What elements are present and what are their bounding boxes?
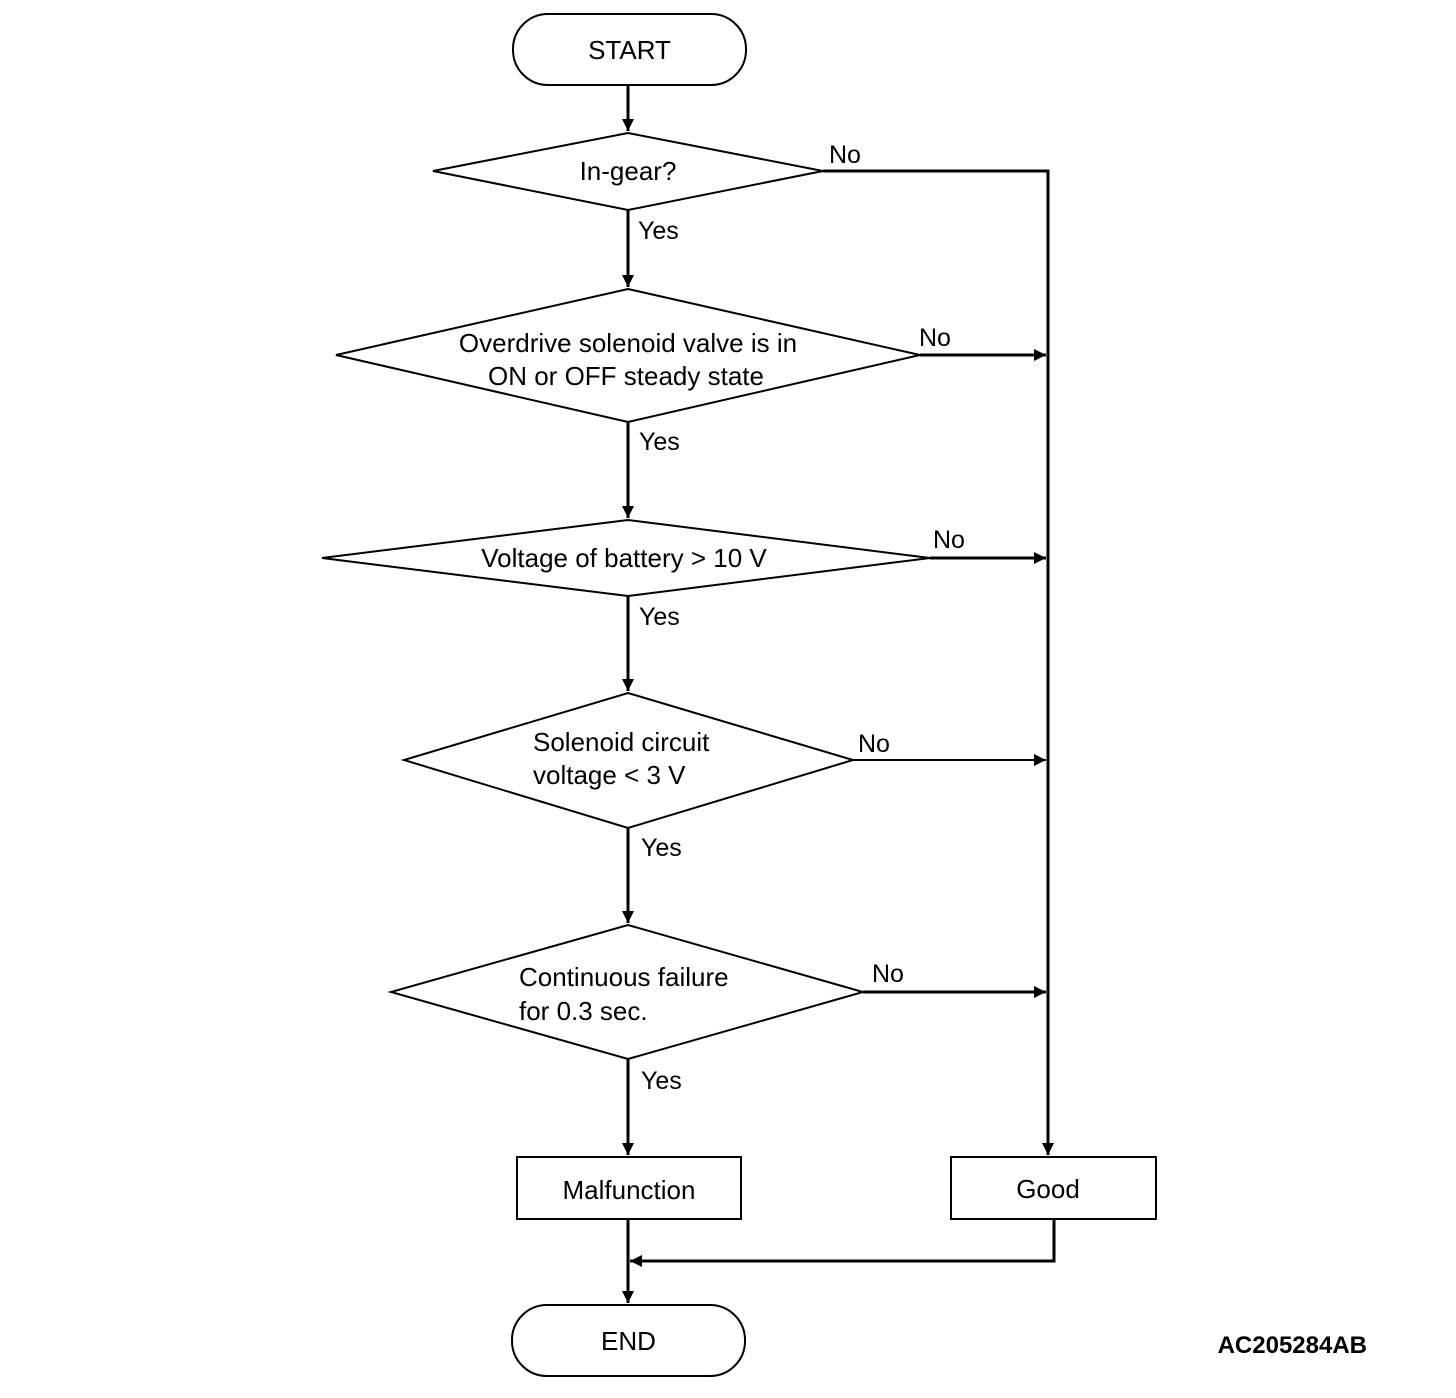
branch-no-solenoid: No (858, 730, 890, 758)
decision-battery-voltage: Voltage of battery > 10 V (321, 518, 931, 598)
decision-battery-label: Voltage of battery > 10 V (481, 543, 767, 573)
branch-yes-battery: Yes (639, 603, 680, 631)
malfunction-box: Malfunction (516, 1156, 742, 1220)
branch-no-battery: No (933, 526, 965, 554)
branch-no-overdrive: No (919, 324, 951, 352)
branch-yes-failure: Yes (641, 1067, 682, 1095)
branch-no-failure: No (872, 960, 904, 988)
decision-continuous-failure: Continuous failure for 0.3 sec. (387, 923, 867, 1061)
decision-failure-label-line1: Continuous failure (519, 962, 729, 992)
branch-yes-overdrive: Yes (639, 428, 680, 456)
start-label: START (588, 35, 671, 65)
branch-no-ingear: No (829, 141, 861, 169)
malfunction-label: Malfunction (563, 1175, 696, 1205)
decision-solenoid-circuit: Solenoid circuit voltage < 3 V (400, 691, 857, 830)
arrow-good-to-end (630, 1219, 1056, 1267)
branch-yes-ingear: Yes (638, 217, 679, 245)
figure-code: AC205284AB (1218, 1332, 1367, 1359)
branch-yes-solenoid: Yes (641, 834, 682, 862)
start-terminal: START (512, 13, 747, 86)
decision-overdrive-label-line2: ON or OFF steady state (488, 361, 764, 391)
decision-solenoid-label-line2: voltage < 3 V (533, 760, 686, 790)
end-label: END (601, 1326, 656, 1356)
end-terminal: END (511, 1304, 746, 1377)
decision-failure-label-line2: for 0.3 sec. (519, 996, 648, 1026)
good-box: Good (950, 1156, 1157, 1220)
decision-overdrive-solenoid: Overdrive solenoid valve is in ON or OFF… (335, 287, 921, 424)
arrow-no-ingear (823, 169, 1054, 1155)
decision-in-gear-label: In-gear? (580, 156, 677, 186)
decision-in-gear: In-gear? (432, 131, 824, 212)
good-label: Good (1016, 1174, 1080, 1204)
decision-solenoid-label-line1: Solenoid circuit (533, 727, 710, 757)
decision-overdrive-label-line1: Overdrive solenoid valve is in (459, 328, 797, 358)
